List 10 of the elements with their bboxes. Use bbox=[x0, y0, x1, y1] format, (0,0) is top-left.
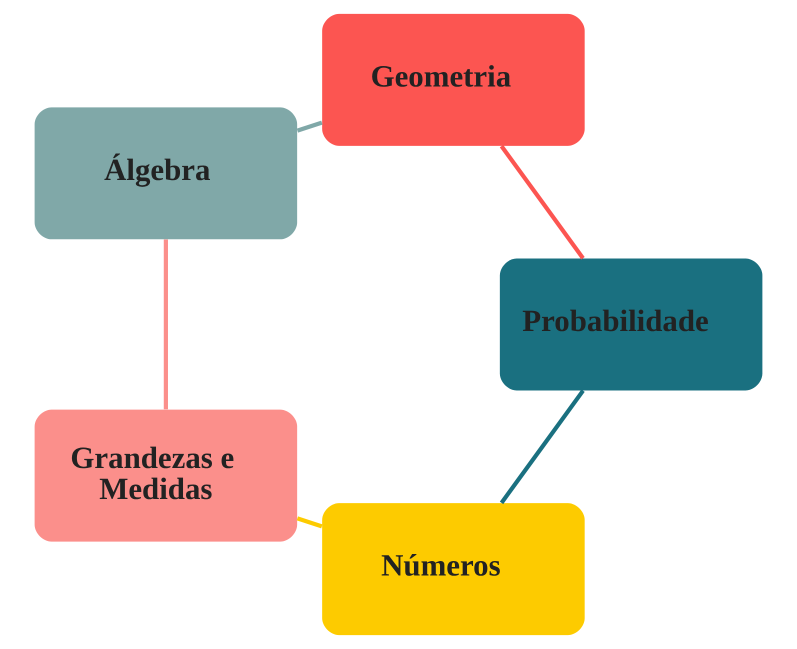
connector bbox=[296, 516, 322, 528]
node-box: Grandezas e Medidas bbox=[34, 410, 298, 542]
node-box: Álgebra bbox=[34, 107, 298, 240]
node-box: Números bbox=[322, 503, 585, 636]
node-box: Geometria bbox=[322, 14, 585, 146]
connector bbox=[500, 389, 585, 504]
node-box: Probabilidade bbox=[500, 258, 762, 390]
connector bbox=[164, 240, 168, 410]
connector bbox=[500, 144, 585, 260]
connector bbox=[296, 120, 323, 133]
